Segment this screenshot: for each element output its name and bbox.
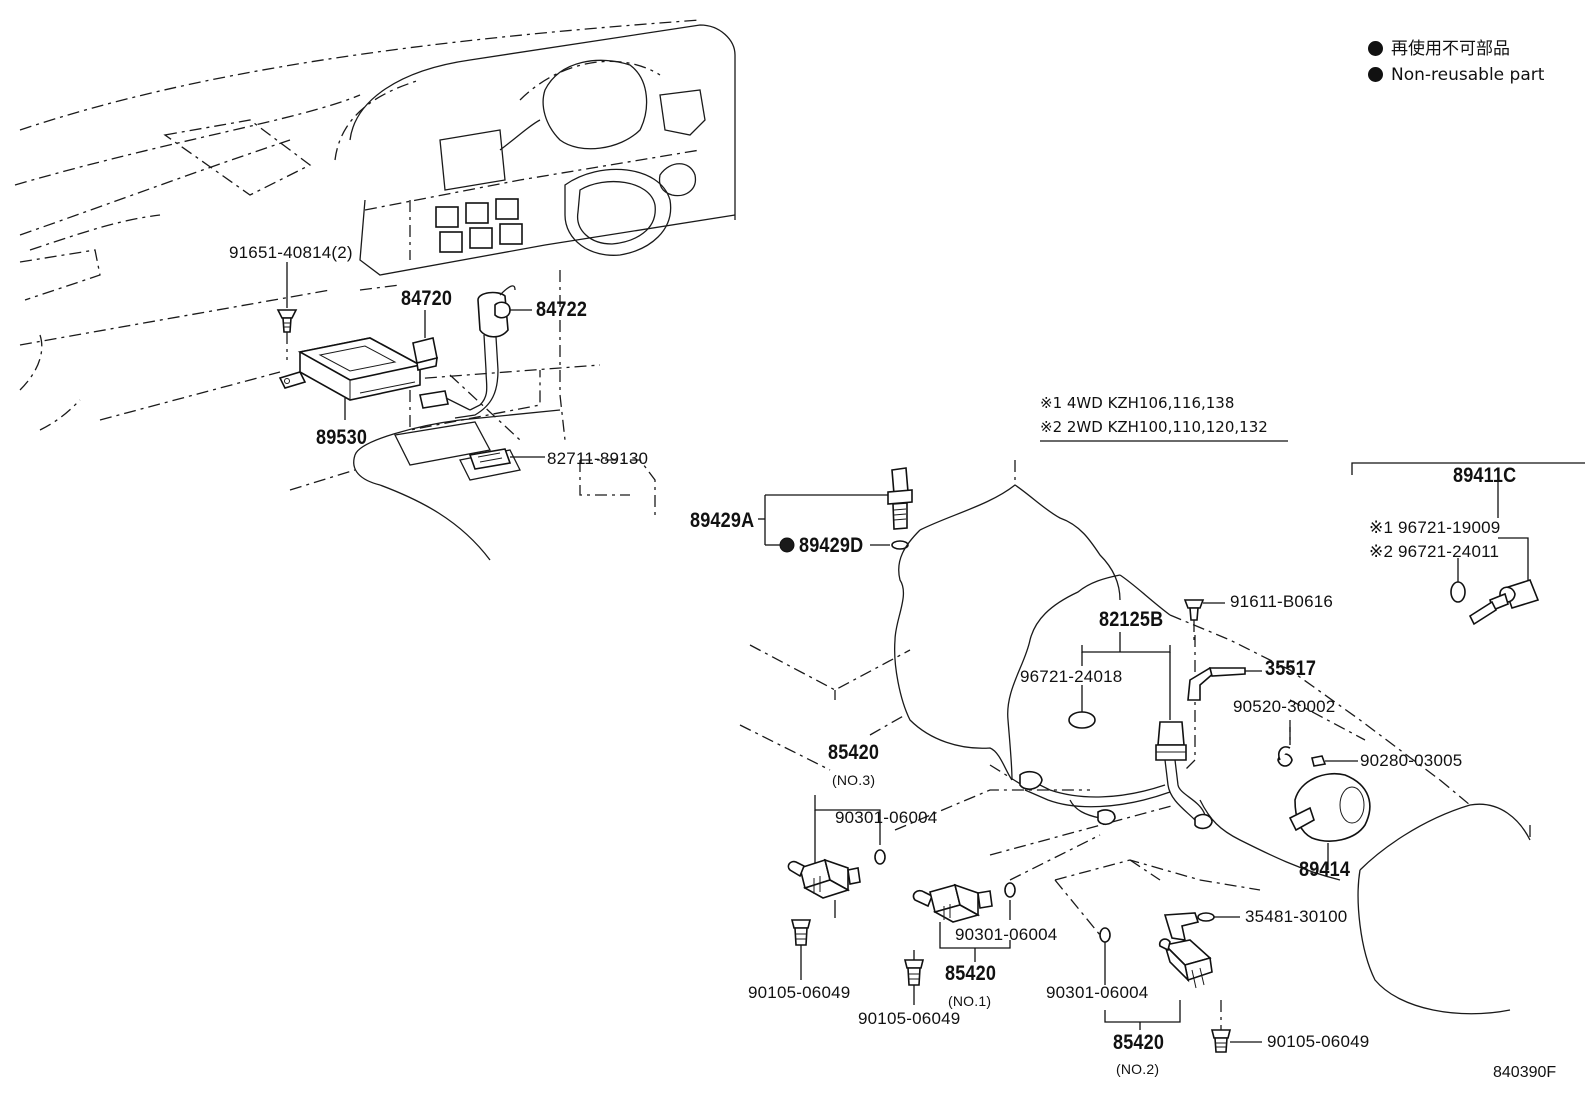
sensor-85420-no3-drawing (787, 795, 886, 980)
part-89429A[interactable]: 89429A (690, 509, 755, 532)
part-90105-06049-b[interactable]: 90105-06049 (858, 1009, 961, 1028)
sensor-89429-drawing (758, 467, 913, 553)
part-84722[interactable]: 84722 (536, 298, 588, 321)
part-90105-06049-a[interactable]: 90105-06049 (748, 983, 851, 1002)
connector-84722-drawing (419, 285, 532, 419)
part-89414[interactable]: 89414 (1299, 858, 1351, 881)
part-96721-24011[interactable]: ※2 96721-24011 (1369, 542, 1500, 561)
part-89411C[interactable]: 89411C (1453, 464, 1517, 487)
non-reusable-dot-icon (1368, 67, 1383, 82)
legend-japanese: 再使用不可部品 (1368, 37, 1510, 61)
part-89429D[interactable]: 89429D (799, 534, 864, 557)
legend-english: Non-reusable part (1368, 63, 1544, 87)
part-89530[interactable]: 89530 (316, 426, 368, 449)
bolt-91611-drawing (1183, 599, 1262, 701)
part-85420-no2[interactable]: 85420 (1113, 1031, 1165, 1054)
switch-84720-drawing (412, 310, 438, 371)
part-85420-no3[interactable]: 85420 (828, 741, 880, 764)
label-no1: (NO.1) (948, 993, 992, 1009)
part-82125B[interactable]: 82125B (1099, 608, 1164, 631)
ecu-89530-drawing (278, 337, 423, 420)
label-no2: (NO.2) (1116, 1061, 1160, 1077)
part-90301-06004-b[interactable]: 90301-06004 (955, 925, 1058, 944)
part-96721-19009[interactable]: ※1 96721-19009 (1369, 518, 1501, 537)
note-4wd: ※1 4WD KZH106,116,138 (1040, 394, 1235, 412)
part-82711-89130[interactable]: 82711-89130 (547, 449, 649, 468)
figure-code: 840390F (1493, 1064, 1557, 1081)
part-85420-no1[interactable]: 85420 (945, 962, 997, 985)
part-91611-B0616[interactable]: 91611-B0616 (1230, 592, 1334, 611)
part-96721-24018[interactable]: 96721-24018 (1020, 667, 1123, 686)
note-2wd: ※2 2WD KZH100,110,120,132 (1040, 418, 1268, 436)
part-90301-06004-c[interactable]: 90301-06004 (1046, 983, 1149, 1002)
sensor-89414-drawing (1277, 699, 1371, 870)
part-90105-06049-c[interactable]: 90105-06049 (1267, 1032, 1370, 1051)
screw-91651-drawing (276, 262, 298, 360)
harness-82125B-drawing (1019, 632, 1213, 830)
connector-82711-drawing (468, 448, 545, 470)
non-reusable-dot-icon (1368, 41, 1383, 56)
part-35517[interactable]: 35517 (1265, 657, 1317, 680)
part-91651-40814[interactable]: 91651-40814(2) (229, 243, 353, 262)
sensor-89411C-drawing (1351, 462, 1585, 626)
part-90520-30002[interactable]: 90520-30002 (1233, 697, 1336, 716)
sensor-85420-no2-drawing (1099, 912, 1262, 1053)
part-90301-06004-a[interactable]: 90301-06004 (835, 808, 938, 827)
part-35481-30100[interactable]: 35481-30100 (1245, 907, 1348, 926)
part-84720[interactable]: 84720 (401, 287, 453, 310)
sensor-85420-no1-drawing (903, 834, 1101, 1005)
label-no3: (NO.3) (832, 772, 876, 788)
clip-90520-drawing (1277, 720, 1291, 761)
part-90280-03005[interactable]: 90280-03005 (1360, 751, 1463, 770)
dashboard-outline (14, 19, 736, 561)
